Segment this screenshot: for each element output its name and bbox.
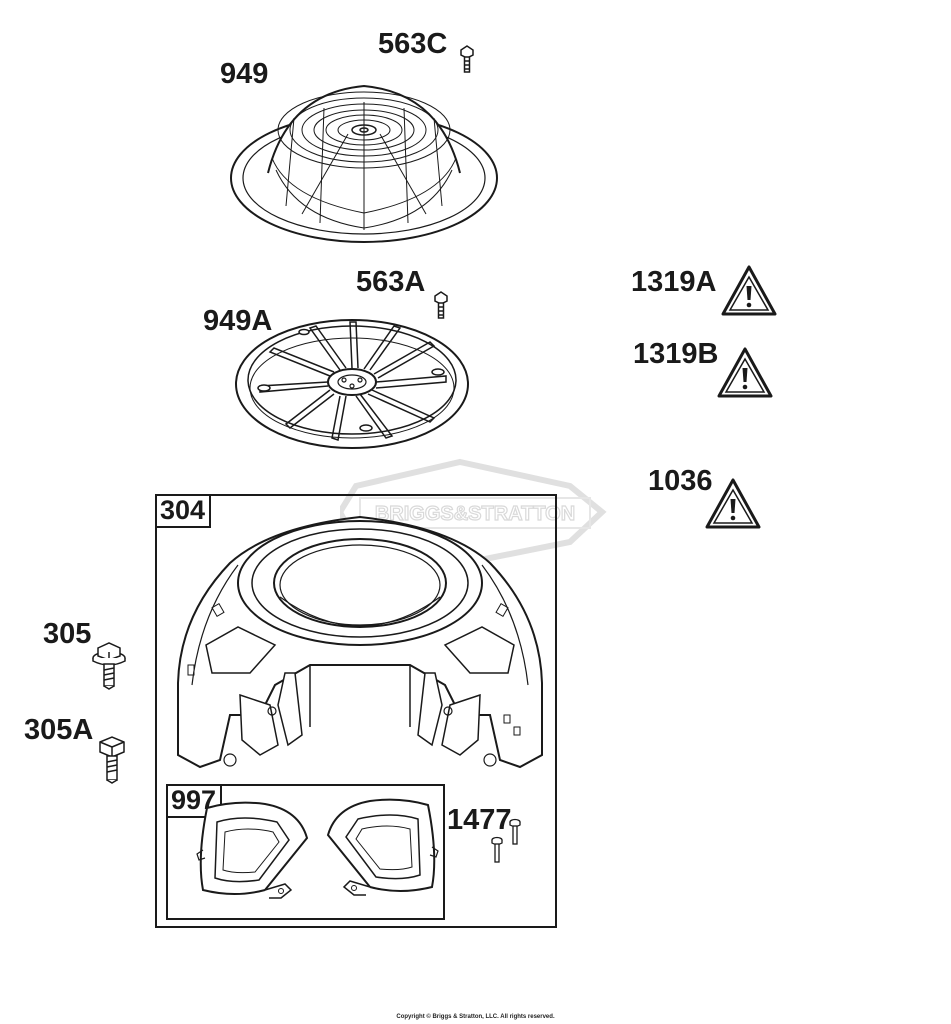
screw-icon bbox=[508, 818, 522, 846]
callout-305: 305 bbox=[43, 618, 92, 650]
callout-949: 949 bbox=[220, 58, 269, 90]
screw-icon bbox=[490, 836, 504, 864]
callout-304: 304 bbox=[155, 494, 212, 528]
callout-1477: 1477 bbox=[447, 804, 512, 836]
kit-997-frame bbox=[166, 784, 445, 920]
callout-563A: 563A bbox=[356, 266, 426, 298]
kit-304-frame bbox=[155, 494, 557, 928]
blower-housing-part bbox=[170, 505, 550, 780]
bolt-icon bbox=[90, 638, 128, 690]
screw-icon bbox=[432, 290, 450, 320]
rotating-screen-part bbox=[232, 312, 472, 452]
callout-1036: 1036 bbox=[648, 465, 713, 497]
callout-563C: 563C bbox=[378, 28, 448, 60]
warning-icon bbox=[720, 264, 778, 318]
callout-1319B: 1319B bbox=[633, 338, 719, 370]
bolt-icon bbox=[96, 734, 128, 784]
grass-screen-part bbox=[228, 78, 500, 246]
callout-949A: 949A bbox=[203, 305, 273, 337]
copyright-notice: Copyright © Briggs & Stratton, LLC. All … bbox=[396, 1014, 555, 1020]
screw-icon bbox=[458, 44, 476, 74]
callout-305A: 305A bbox=[24, 714, 94, 746]
air-guide-right-part bbox=[320, 795, 440, 905]
warning-icon bbox=[716, 346, 774, 400]
air-guide-left-part bbox=[195, 798, 315, 908]
watermark-text: BRIGGS&STRATTON bbox=[375, 503, 575, 525]
warning-icon bbox=[704, 477, 762, 531]
callout-1319A: 1319A bbox=[631, 266, 717, 298]
